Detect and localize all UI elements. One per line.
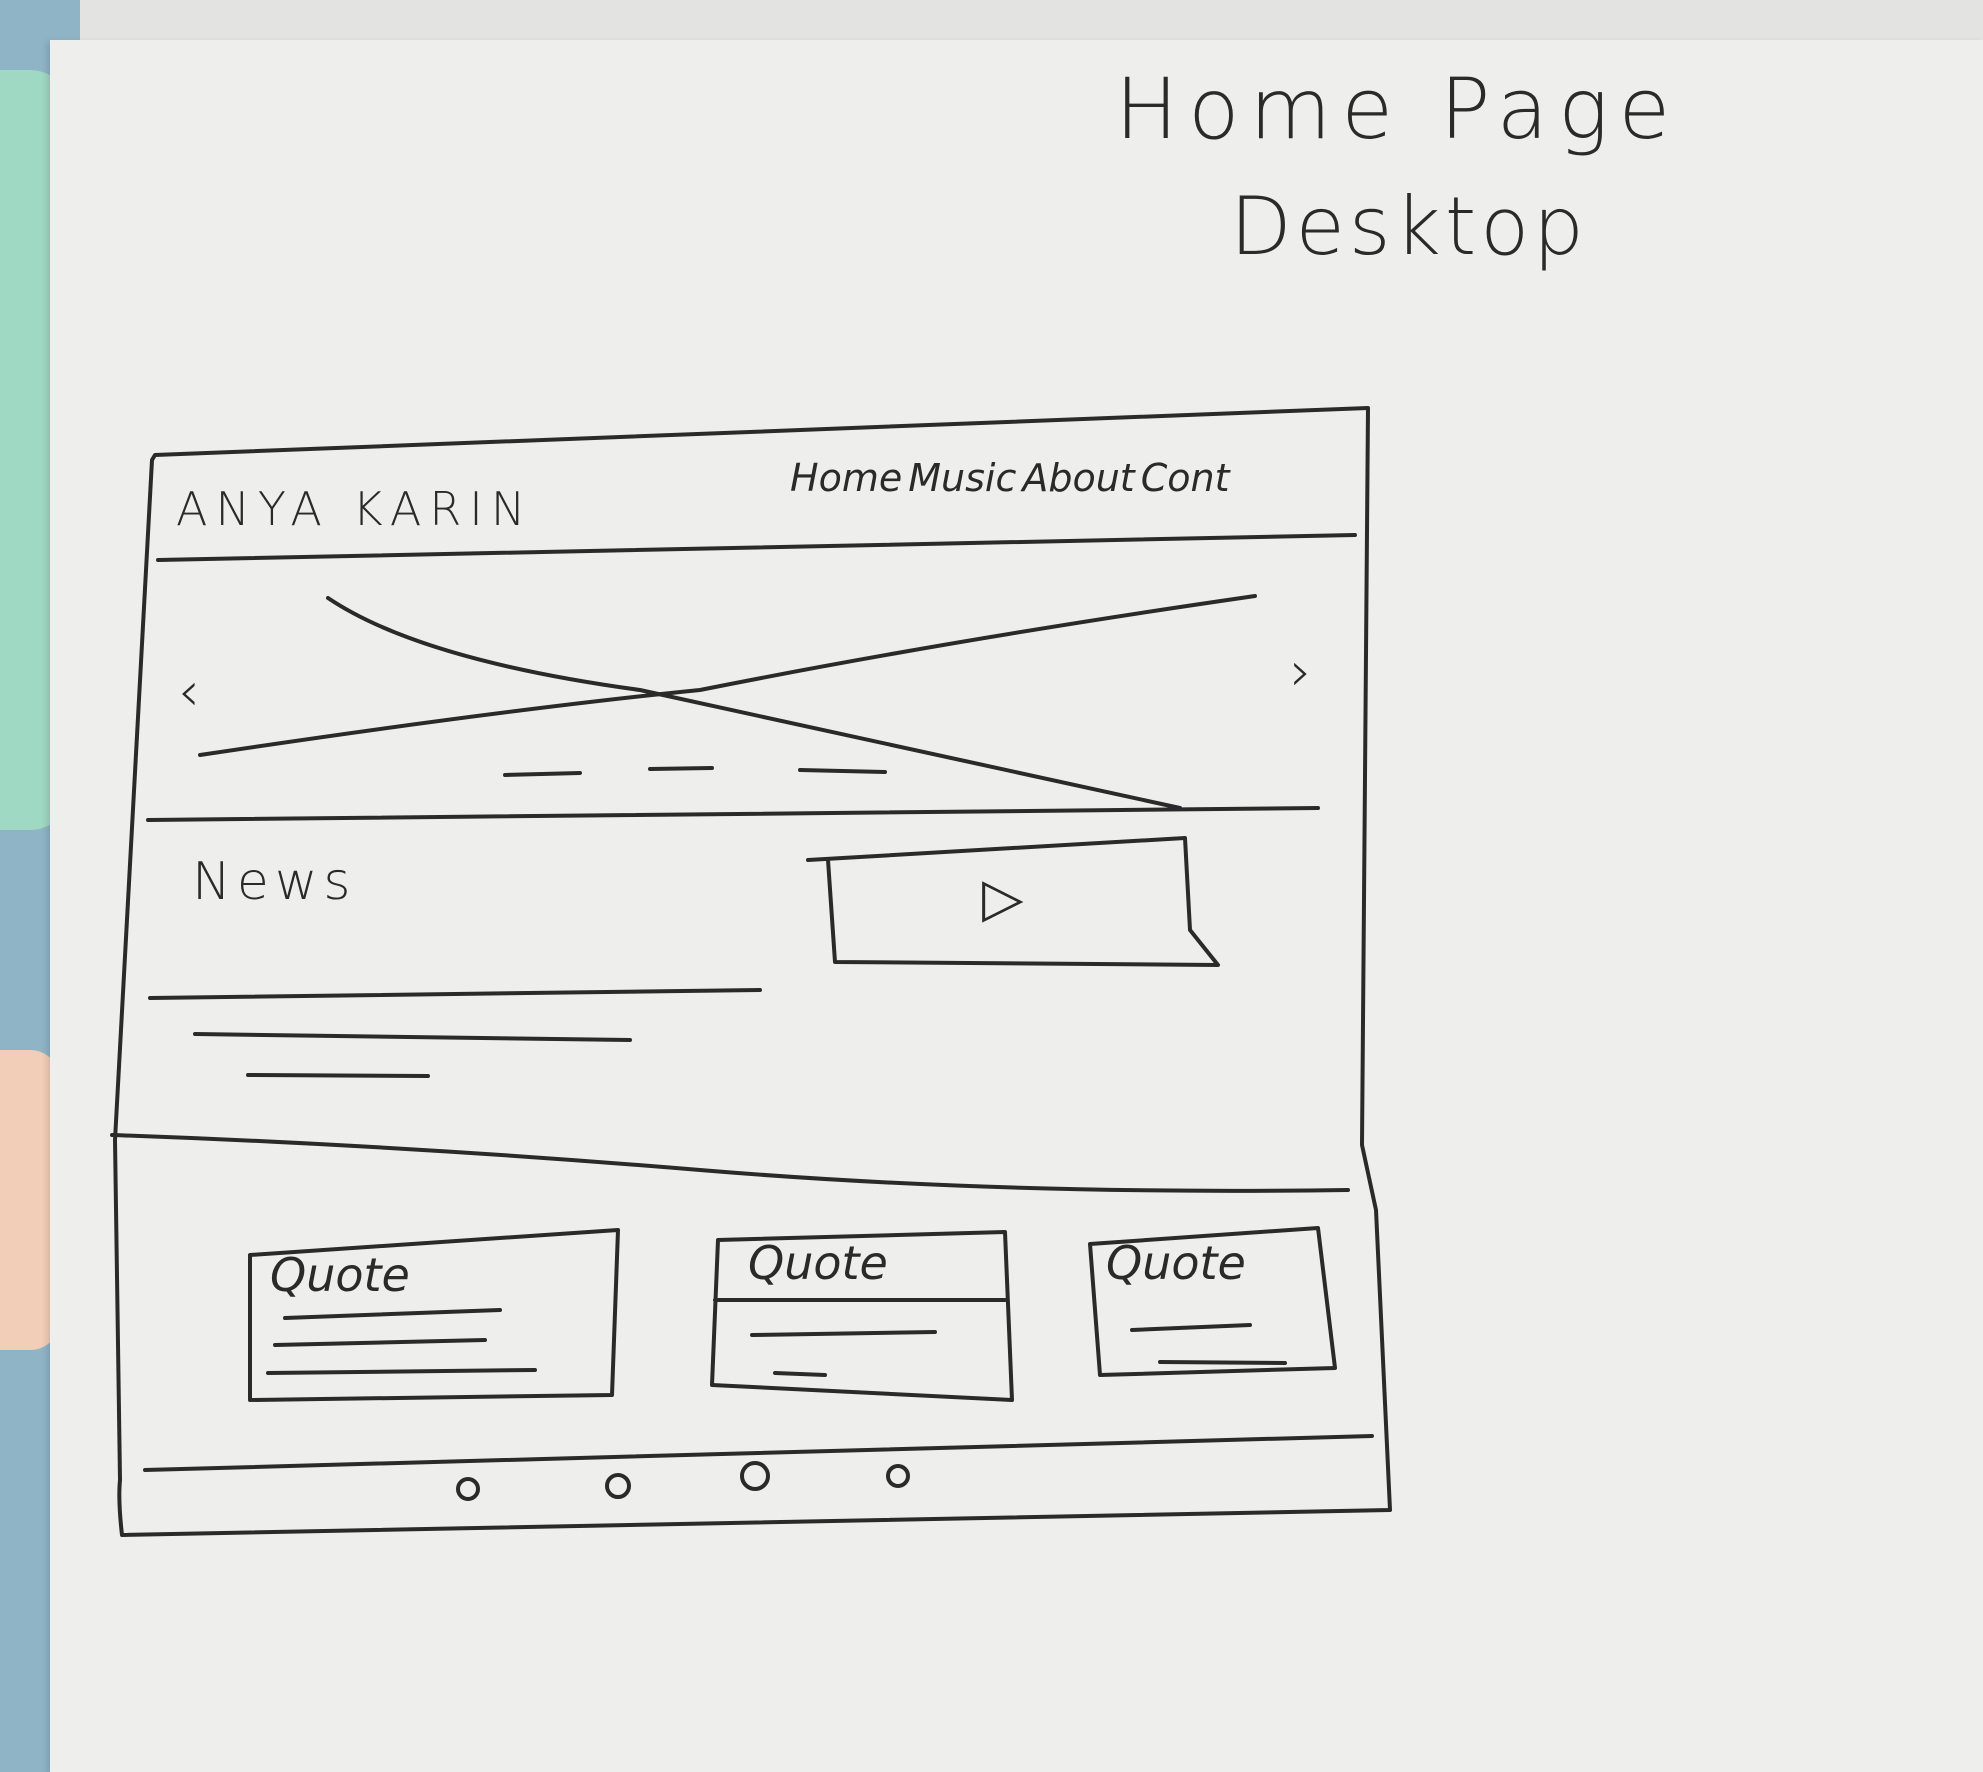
quote-card-2-line-b bbox=[750, 1330, 937, 1337]
nav-item-contact[interactable]: Cont bbox=[1140, 456, 1230, 500]
nav-menu: Home Music About Cont bbox=[790, 456, 1229, 500]
nav-item-music[interactable]: Music bbox=[908, 456, 1017, 500]
quote-card-1-line-b bbox=[273, 1338, 487, 1347]
nav-item-about[interactable]: About bbox=[1022, 456, 1135, 500]
slider-dash-1 bbox=[503, 771, 582, 777]
footer-dot-3 bbox=[740, 1461, 770, 1491]
quote-label-1: Quote bbox=[270, 1248, 410, 1302]
slider-prev-icon[interactable]: ‹ bbox=[178, 660, 200, 723]
video-box bbox=[806, 836, 1220, 967]
slider-dash-2 bbox=[648, 766, 714, 771]
hero-placeholder-x2 bbox=[198, 594, 1257, 757]
footer-dot-2 bbox=[605, 1473, 631, 1499]
quote-card-3-line-a bbox=[1130, 1323, 1252, 1332]
hero-divider bbox=[146, 806, 1320, 822]
footer-dot-4 bbox=[886, 1464, 910, 1488]
header-divider bbox=[156, 533, 1357, 562]
quote-label-2: Quote bbox=[748, 1236, 888, 1290]
nav-item-home[interactable]: Home bbox=[790, 456, 903, 500]
quote-card-2-line-c bbox=[773, 1371, 827, 1377]
slider-next-icon[interactable]: › bbox=[1290, 640, 1312, 703]
paper-sheet bbox=[50, 40, 1983, 1772]
quote-card-3 bbox=[1088, 1226, 1337, 1377]
frame-outline bbox=[113, 406, 1392, 1537]
slider-dash-3 bbox=[798, 768, 887, 774]
hero-placeholder-x1 bbox=[326, 596, 1182, 810]
quote-card-2 bbox=[710, 1230, 1014, 1402]
section-divider bbox=[110, 1133, 1350, 1193]
news-line-1 bbox=[148, 988, 762, 1000]
brand-logo: ANYA KARIN bbox=[176, 482, 534, 536]
quote-card-1-line-c bbox=[266, 1368, 537, 1375]
sheet-title-line1: Home Page bbox=[1115, 60, 1681, 158]
quote-card-1 bbox=[248, 1228, 620, 1402]
quote-label-3: Quote bbox=[1106, 1236, 1246, 1290]
play-icon[interactable]: ▷ bbox=[982, 866, 1024, 929]
news-heading: News bbox=[192, 852, 357, 912]
sheet-title-line2: Desktop bbox=[1230, 180, 1588, 273]
paper-behind bbox=[80, 0, 1983, 40]
quote-card-3-line-b bbox=[1158, 1360, 1287, 1365]
news-line-2 bbox=[193, 1032, 632, 1042]
footer-dot-1 bbox=[456, 1477, 480, 1501]
news-line-3 bbox=[246, 1073, 430, 1078]
footer-divider bbox=[143, 1434, 1374, 1472]
quote-card-1-line-a bbox=[283, 1308, 502, 1320]
